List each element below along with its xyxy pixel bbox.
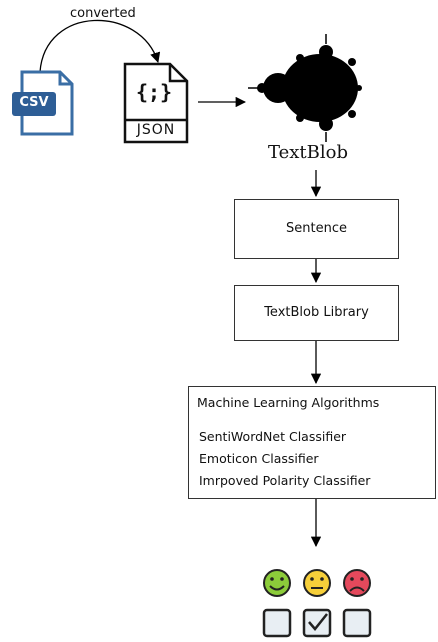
mandelbrot-logo [248,34,362,142]
ml-algorithms-box: Machine Learning Algorithms SentiWordNet… [188,386,436,499]
converted-arrow [39,19,161,73]
happy-face-icon [263,569,291,597]
csv-label: CSV [19,95,49,110]
textblob-library-box: TextBlob Library [234,285,399,341]
sentence-label: Sentence [286,221,347,236]
textblob-label: TextBlob [268,142,348,163]
json-label: JSON [136,122,176,138]
ml-title: Machine Learning Algorithms [197,395,380,410]
neutral-face-icon [303,569,331,597]
json-file-icon [123,62,189,144]
converted-label: converted [70,6,136,21]
sentence-box: Sentence [234,199,399,259]
csv-file-icon [12,70,74,136]
sad-face-icon [343,569,371,597]
textblob-library-label: TextBlob Library [264,305,369,320]
json-symbol: {;} [135,80,173,104]
ml-item-sentiwordnet: SentiWordNet Classifier [199,429,347,444]
checked-checkbox-icon [302,608,332,638]
empty-checkbox-icon [262,608,292,638]
ml-item-polarity: Imrpoved Polarity Classifier [199,473,371,488]
empty-checkbox-icon [342,608,372,638]
ml-item-emoticon: Emoticon Classifier [199,451,319,466]
